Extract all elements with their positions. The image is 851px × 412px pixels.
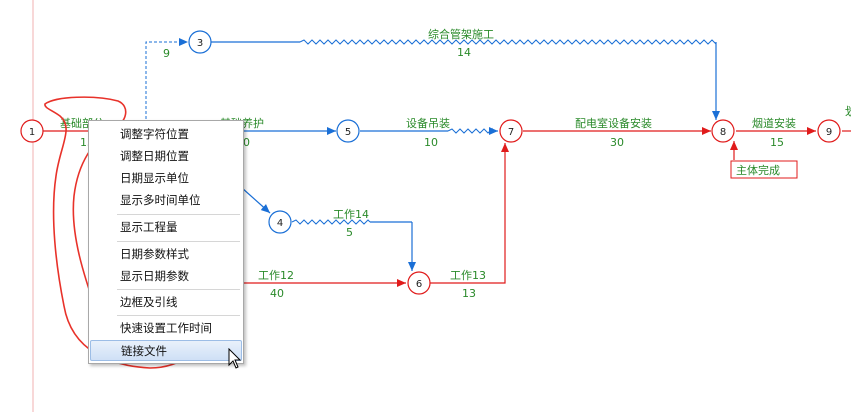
menu-separator: [117, 315, 240, 316]
task-duration-work13: 13: [462, 287, 476, 300]
task-label-work13: 工作13: [450, 269, 486, 282]
menu-separator: [117, 241, 240, 242]
task-duration-dummy: 9: [163, 47, 170, 60]
menu-item-show-date-params[interactable]: 显示日期参数: [120, 269, 189, 283]
node-7[interactable]: 7: [499, 119, 523, 143]
task-duration-work12: 40: [270, 287, 284, 300]
menu-item-date-param-style[interactable]: 日期参数样式: [120, 247, 189, 261]
edge-6-7[interactable]: [430, 143, 509, 284]
task-duration-flue: 15: [770, 136, 784, 149]
task-label-switchroom: 配电室设备安装: [575, 116, 652, 130]
svg-text:1: 1: [29, 127, 35, 138]
svg-text:5: 5: [345, 127, 351, 138]
node-8[interactable]: 8: [711, 119, 735, 143]
edge-4-6-wave[interactable]: [291, 219, 371, 225]
menu-item-date-display-unit[interactable]: 日期显示单位: [120, 171, 189, 185]
task-label-pipe-rack: 综合管架施工: [428, 27, 494, 41]
node-3[interactable]: 3: [188, 30, 212, 54]
task-duration-hoisting: 10: [424, 136, 438, 149]
svg-text:4: 4: [277, 218, 283, 229]
node-6[interactable]: 6: [407, 271, 431, 295]
task-label-work14: 工作14: [333, 208, 369, 221]
menu-item-adjust-date-position[interactable]: 调整日期位置: [120, 149, 189, 163]
menu-item-show-quantity[interactable]: 显示工程量: [120, 220, 178, 234]
node-4[interactable]: 4: [268, 210, 292, 234]
milestone-label: 主体完成: [736, 163, 780, 177]
task-duration-switchroom: 30: [610, 136, 624, 149]
svg-text:7: 7: [508, 127, 514, 138]
milestone-box[interactable]: [730, 160, 798, 179]
edge-5-7-wave[interactable]: [447, 127, 493, 134]
menu-item-multi-time-unit[interactable]: 显示多时间单位: [120, 193, 201, 207]
edge-label-cut: 划: [845, 105, 851, 118]
svg-text:6: 6: [416, 279, 422, 290]
task-label-flue: 烟道安装: [752, 116, 796, 130]
task-label-hoisting: 设备吊装: [406, 116, 450, 130]
edge-2-4[interactable]: [241, 187, 271, 214]
svg-text:8: 8: [720, 127, 726, 138]
menu-item-link-file[interactable]: 链接文件: [90, 340, 242, 361]
menu-item-adjust-char-position[interactable]: 调整字符位置: [120, 127, 189, 141]
menu-item-border-leader[interactable]: 边框及引线: [120, 295, 178, 309]
edge-3-8-wave[interactable]: [299, 39, 717, 46]
task-label-work12: 工作12: [258, 269, 294, 282]
task-duration-pipe-rack: 14: [457, 46, 471, 59]
node-1[interactable]: 1: [20, 119, 44, 143]
svg-text:9: 9: [826, 127, 832, 138]
node-5[interactable]: 5: [336, 119, 360, 143]
task-duration-work14: 5: [346, 226, 353, 239]
menu-separator: [117, 214, 240, 215]
menu-item-quick-worktime[interactable]: 快速设置工作时间: [120, 321, 212, 335]
svg-text:3: 3: [197, 38, 203, 49]
menu-separator: [117, 289, 240, 290]
context-menu: 调整字符位置 调整日期位置 日期显示单位 显示多时间单位 显示工程量 日期参数样…: [88, 120, 244, 364]
edge-dummy-to-3[interactable]: [145, 38, 188, 124]
mouse-pointer-icon: [228, 348, 242, 369]
node-9[interactable]: 9: [817, 119, 841, 143]
